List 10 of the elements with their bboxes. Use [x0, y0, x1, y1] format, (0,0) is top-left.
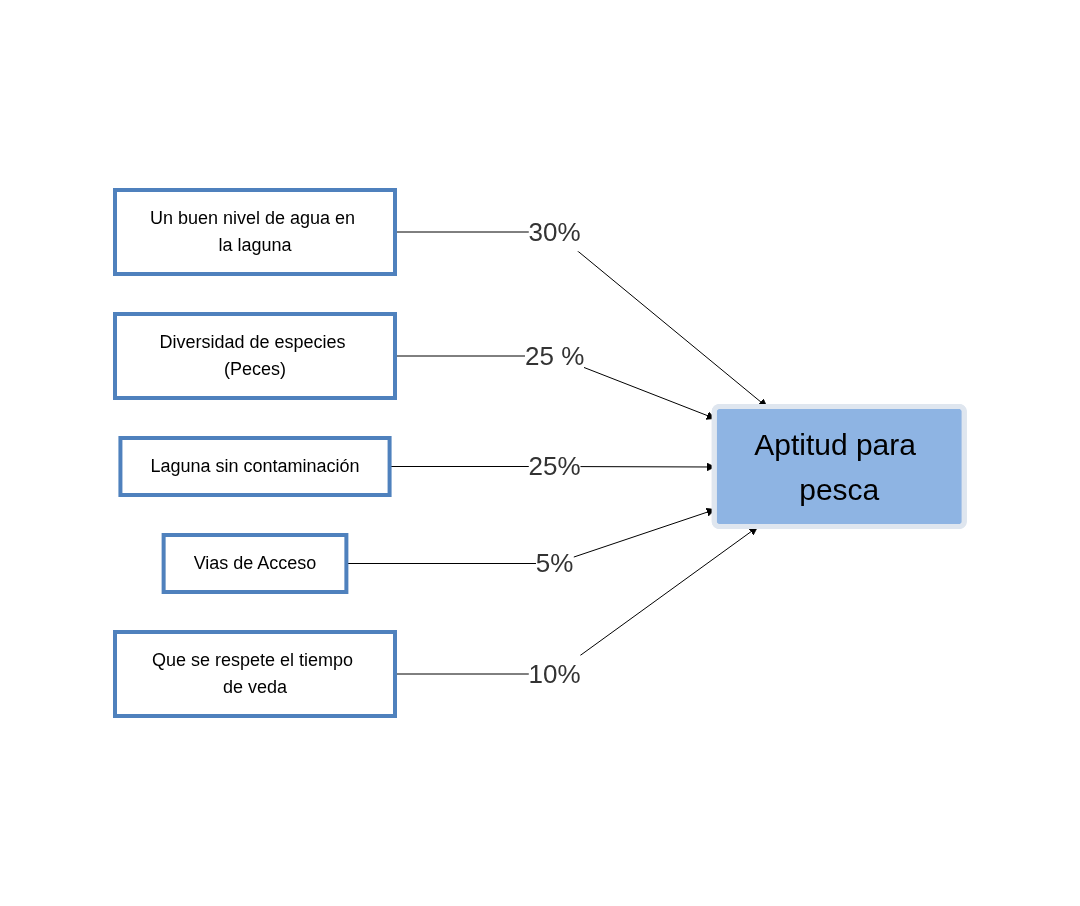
node-box: Laguna sin contaminación	[118, 436, 392, 497]
node-box: Un buen nivel de agua en la laguna	[113, 188, 398, 276]
node-box: Que se respete el tiempo de veda	[113, 630, 398, 718]
edge-label: 10%	[528, 658, 582, 689]
edge-label: 5%	[536, 548, 574, 578]
edge-label: 30%	[528, 216, 582, 247]
node-box: Vias de Acceso	[162, 533, 349, 594]
node-box: Diversidad de especies (Peces)	[113, 312, 398, 400]
edge-label: 25 %	[525, 340, 585, 371]
edge-label: 25%	[528, 451, 582, 481]
